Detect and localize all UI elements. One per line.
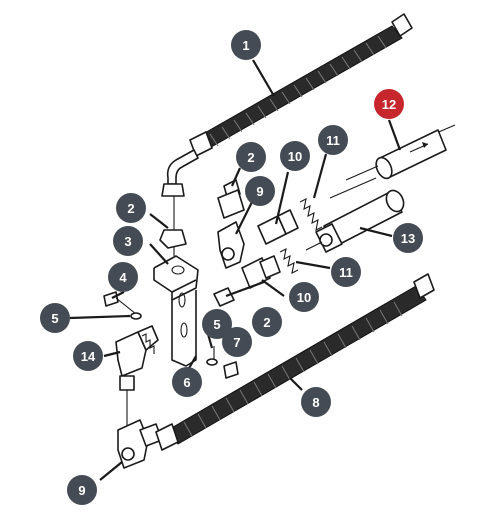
callout-12-highlighted: 12 — [374, 89, 404, 119]
part-2-nut-lower — [213, 287, 235, 307]
svg-text:8: 8 — [312, 395, 319, 410]
callout-10-lower: 10 — [289, 282, 319, 312]
svg-text:11: 11 — [326, 133, 340, 148]
svg-text:2: 2 — [263, 315, 270, 330]
callout-2-lower: 2 — [252, 307, 282, 337]
callout-13: 13 — [393, 223, 423, 253]
svg-text:7: 7 — [233, 335, 240, 350]
part-8-lower-hose — [155, 273, 435, 451]
callout-4: 4 — [108, 262, 138, 292]
upper-fittings — [217, 177, 377, 269]
svg-text:14: 14 — [81, 349, 96, 364]
svg-text:2: 2 — [127, 201, 134, 216]
svg-text:1: 1 — [242, 38, 249, 53]
callout-1: 1 — [231, 30, 261, 60]
svg-text:2: 2 — [247, 150, 254, 165]
svg-text:9: 9 — [256, 184, 263, 199]
part-13-sleeve — [315, 189, 405, 253]
callout-10-upper: 10 — [280, 141, 310, 171]
svg-text:5: 5 — [51, 311, 58, 326]
callout-6: 6 — [172, 367, 202, 397]
svg-text:10: 10 — [288, 149, 302, 164]
callout-11-upper: 11 — [318, 125, 348, 155]
svg-text:9: 9 — [78, 483, 85, 498]
svg-text:3: 3 — [124, 234, 131, 249]
part-9-lower-elbow — [117, 419, 163, 469]
callout-2-stud: 2 — [236, 142, 266, 172]
callouts: 1 2 2 2 3 4 5 5 — [40, 30, 423, 505]
callout-8: 8 — [301, 387, 331, 417]
part-1-upper-hose — [161, 13, 413, 197]
callout-7: 7 — [222, 327, 252, 357]
small-hardware — [103, 291, 239, 379]
callout-9-upper: 9 — [245, 176, 275, 206]
callout-14: 14 — [73, 341, 103, 371]
callout-11-lower: 11 — [331, 257, 361, 287]
svg-text:6: 6 — [183, 375, 190, 390]
svg-text:4: 4 — [119, 270, 127, 285]
svg-text:13: 13 — [401, 231, 415, 246]
part-12-inline-filter — [345, 124, 456, 181]
callout-2-upper: 2 — [116, 193, 146, 223]
part-14-elbow — [115, 325, 159, 430]
callout-9-lower: 9 — [67, 475, 97, 505]
svg-text:12: 12 — [382, 97, 396, 112]
svg-text:10: 10 — [297, 290, 311, 305]
callout-5-left: 5 — [40, 303, 70, 333]
svg-text:11: 11 — [339, 265, 353, 280]
callout-5-right: 5 — [202, 309, 232, 339]
svg-text:5: 5 — [213, 317, 220, 332]
callout-3: 3 — [113, 226, 143, 256]
